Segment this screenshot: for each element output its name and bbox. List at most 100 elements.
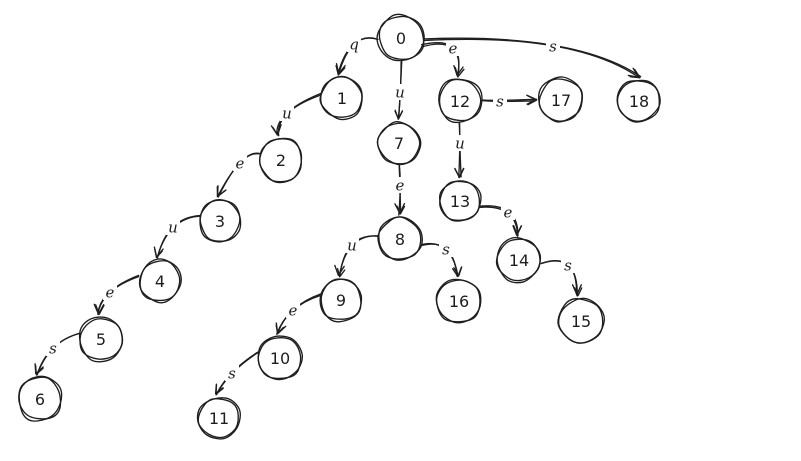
edge-9-10[interactable]: e [275,293,322,335]
edge-label: u [347,237,357,255]
node-8[interactable]: 8 [377,216,423,261]
edge-label-background [393,177,407,193]
node-9[interactable]: 9 [319,278,363,323]
node-3[interactable]: 3 [199,199,242,243]
node-circle [319,76,363,121]
node-17[interactable]: 17 [537,76,584,123]
node-circle [376,121,422,165]
node-label: 16 [449,292,469,311]
node-label: 2 [276,151,286,170]
node-circle-overdraw [139,260,181,302]
edge-label-background [345,237,359,253]
edge-label-background [501,204,515,220]
node-11[interactable]: 11 [196,397,241,440]
node-label: 10 [270,349,290,368]
arrowhead-icon [335,65,346,76]
node-12[interactable]: 12 [438,78,483,124]
edge-3-4[interactable]: u [153,214,202,259]
node-label: 13 [450,192,470,211]
node-circle-overdraw [319,278,363,320]
node-label: 6 [35,390,45,409]
node-15[interactable]: 15 [557,297,605,344]
edge-10-11[interactable]: s [214,351,259,396]
edge-label-background [493,93,507,109]
node-label: 12 [450,92,470,111]
arrowhead-icon [512,224,523,236]
edge-label-background [347,36,361,52]
edge-12-17[interactable]: s [481,93,538,111]
edge-label-background [439,241,453,257]
edge-label-background [393,84,407,100]
edge-label: e [236,155,245,173]
edge-12-13[interactable]: u [453,121,467,179]
edge-8-16[interactable]: s [420,241,463,278]
node-10[interactable]: 10 [257,335,303,381]
node-circle-overdraw [257,337,302,380]
edge-label: s [49,340,57,358]
edge-0-7[interactable]: u [393,59,407,120]
node-18[interactable]: 18 [616,79,661,123]
node-circle-overdraw [18,376,62,420]
edge-4-5[interactable]: e [93,274,140,316]
edge-label: u [168,219,178,237]
arrowhead-icon [574,287,583,296]
edge-label: s [442,241,450,259]
edge-0-12[interactable]: e [421,40,465,78]
arrowhead-icon [216,186,226,198]
edge-7-8[interactable]: e [393,163,407,216]
edge-label-background [546,38,560,54]
node-circle-overdraw [558,297,605,344]
node-circle-overdraw [438,78,482,122]
node-1[interactable]: 1 [319,75,363,121]
edge-14-15[interactable]: s [540,257,583,297]
node-5[interactable]: 5 [78,316,124,363]
edge-1-2[interactable]: u [270,92,322,137]
edge-13-14[interactable]: e [478,204,523,237]
node-circle [616,80,660,123]
node-label: 17 [551,91,571,110]
node-circle-overdraw [538,78,584,123]
edge-0-18[interactable]: s [423,37,642,79]
node-0[interactable]: 0 [376,13,425,62]
arrowhead-icon [215,384,224,395]
edge-label: e [396,177,405,195]
arrowhead-icon [526,94,537,105]
edge-label-background [286,302,300,318]
arrowhead-icon [34,364,44,375]
node-16[interactable]: 16 [435,278,482,324]
edge-2-3[interactable]: e [216,152,261,198]
arrowhead-icon [272,126,281,136]
node-4[interactable]: 4 [138,258,182,304]
node-13[interactable]: 13 [439,180,482,222]
node-circle-overdraw [439,180,481,222]
node-7[interactable]: 7 [376,121,422,166]
node-14[interactable]: 14 [495,236,542,284]
edge-label: s [496,93,504,111]
node-circle-overdraw [495,238,541,282]
node-circle-overdraw [435,279,482,324]
edge-0-1[interactable]: q [335,36,379,76]
node-label: 14 [509,251,529,270]
edge-label: q [349,36,359,54]
node-label: 4 [155,272,165,291]
edge-label: u [455,135,465,153]
edge-label: e [289,302,298,320]
arrowhead-icon [571,284,582,296]
edge-label: e [106,284,115,302]
arrowhead-icon [336,268,346,278]
node-circle-overdraw [616,79,661,122]
node-label: 1 [337,89,347,108]
arrowhead-icon [453,266,463,277]
edge-8-9[interactable]: u [334,235,379,278]
node-label: 18 [629,92,649,111]
edge-label-background [103,284,117,300]
edge-line [482,98,538,101]
node-label: 15 [571,312,591,331]
arrowhead-icon [396,205,406,215]
edge-label-background [280,105,294,121]
node-2[interactable]: 2 [258,137,303,184]
node-6[interactable]: 6 [18,375,63,422]
edge-5-6[interactable]: s [34,332,81,376]
node-circle-overdraw [378,15,425,60]
